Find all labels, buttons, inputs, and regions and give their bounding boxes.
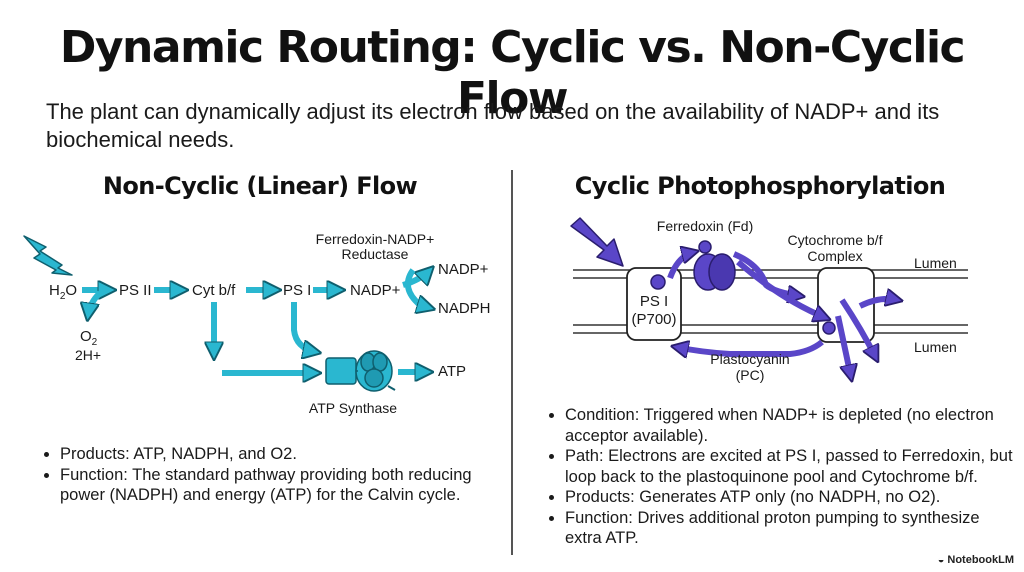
atp-label: ATP	[438, 363, 466, 380]
page-subtitle: The plant can dynamically adjust its ele…	[46, 99, 940, 152]
arrow-ps1-to-fd	[667, 252, 694, 280]
atp-synthase-icon	[325, 350, 396, 392]
non-cyclic-heading: Non-Cyclic (Linear) Flow	[102, 172, 418, 200]
notebooklm-logo-icon: ◒	[937, 554, 945, 566]
cytochrome-electron-dot	[822, 321, 836, 335]
lumen-top-label: Lumen	[914, 255, 957, 271]
proton-label: 2H+	[75, 347, 101, 363]
notebooklm-watermark: ◒ NotebookLM	[938, 554, 1014, 566]
ps1-complex-box	[626, 267, 682, 341]
non-cyclic-diagram: H2O PS II Cyt b/f PS I NADP+ O2 2H+ Ferr…	[23, 231, 491, 416]
arrow-water-split	[88, 290, 103, 316]
arrow-proton-down	[835, 315, 851, 377]
plastocyanin-label-line1: Plastocyanin	[710, 351, 789, 367]
cyclic-diagram: PS I (P700) Ferredoxin (Fd) Cytochrome b…	[570, 217, 968, 383]
page-title: Dynamic Routing: Cyclic vs. Non-Cyclic F…	[59, 22, 966, 124]
arrow-proton-to-lumen	[839, 298, 876, 358]
bullet-path: Path: Electrons are excited at PS I, pas…	[565, 446, 1017, 487]
ps1-box-label-line1: PS I	[640, 293, 668, 310]
arrow-fd-to-cyt-a	[732, 251, 800, 296]
non-cyclic-bullets: Products: ATP, NADPH, and O2. Function: …	[40, 444, 515, 506]
column-divider	[511, 170, 513, 555]
nadp-input-label: NADP+	[350, 282, 401, 299]
cytbf-label: Cyt b/f	[192, 282, 236, 299]
fnr-label-line2: Reductase	[342, 246, 409, 262]
ps1-electron-dot	[650, 274, 666, 290]
ferredoxin-protein-icon	[693, 240, 736, 291]
ps1-box-label-line2: (P700)	[631, 311, 676, 328]
light-arrow-icon	[570, 217, 624, 267]
bullet-products: Products: Generates ATP only (no NADPH, …	[565, 487, 1017, 508]
arrow-nadp-to-nadph	[404, 268, 430, 308]
cytochrome-label-line2: Complex	[807, 248, 862, 264]
h2o-label: H2O	[49, 282, 77, 302]
o2-label: O2	[80, 328, 98, 348]
nadp-output-label: NADP+	[438, 261, 489, 278]
arrow-pc-back-to-ps1	[676, 342, 824, 354]
arrow-fd-to-cyt-b	[736, 259, 826, 318]
bullet-products: Products: ATP, NADPH, and O2.	[60, 444, 515, 465]
ferredoxin-label: Ferredoxin (Fd)	[657, 218, 753, 234]
arrow-proton-out-top	[858, 299, 898, 309]
cytochrome-label-line1: Cytochrome b/f	[788, 232, 883, 248]
bullet-condition: Condition: Triggered when NADP+ is deple…	[565, 405, 1017, 446]
lumen-bottom-label: Lumen	[914, 339, 957, 355]
cyclic-heading: Cyclic Photophosphorylation	[574, 172, 946, 200]
arrow-ps1-down	[291, 302, 316, 352]
atp-synthase-label: ATP Synthase	[309, 400, 397, 416]
nadph-label: NADPH	[438, 300, 491, 317]
plastocyanin-label-line2: (PC)	[736, 367, 765, 383]
fnr-label-line1: Ferredoxin-NADP+	[316, 231, 435, 247]
ps1-label: PS I	[283, 282, 311, 299]
bullet-function: Function: The standard pathway providing…	[60, 465, 515, 506]
bullet-function: Function: Drives additional proton pumpi…	[565, 508, 1017, 549]
cyclic-bullets: Condition: Triggered when NADP+ is deple…	[545, 405, 1017, 549]
brand-name: NotebookLM	[947, 554, 1014, 566]
light-bolt-icon	[23, 235, 73, 276]
ps2-label: PS II	[119, 282, 152, 299]
